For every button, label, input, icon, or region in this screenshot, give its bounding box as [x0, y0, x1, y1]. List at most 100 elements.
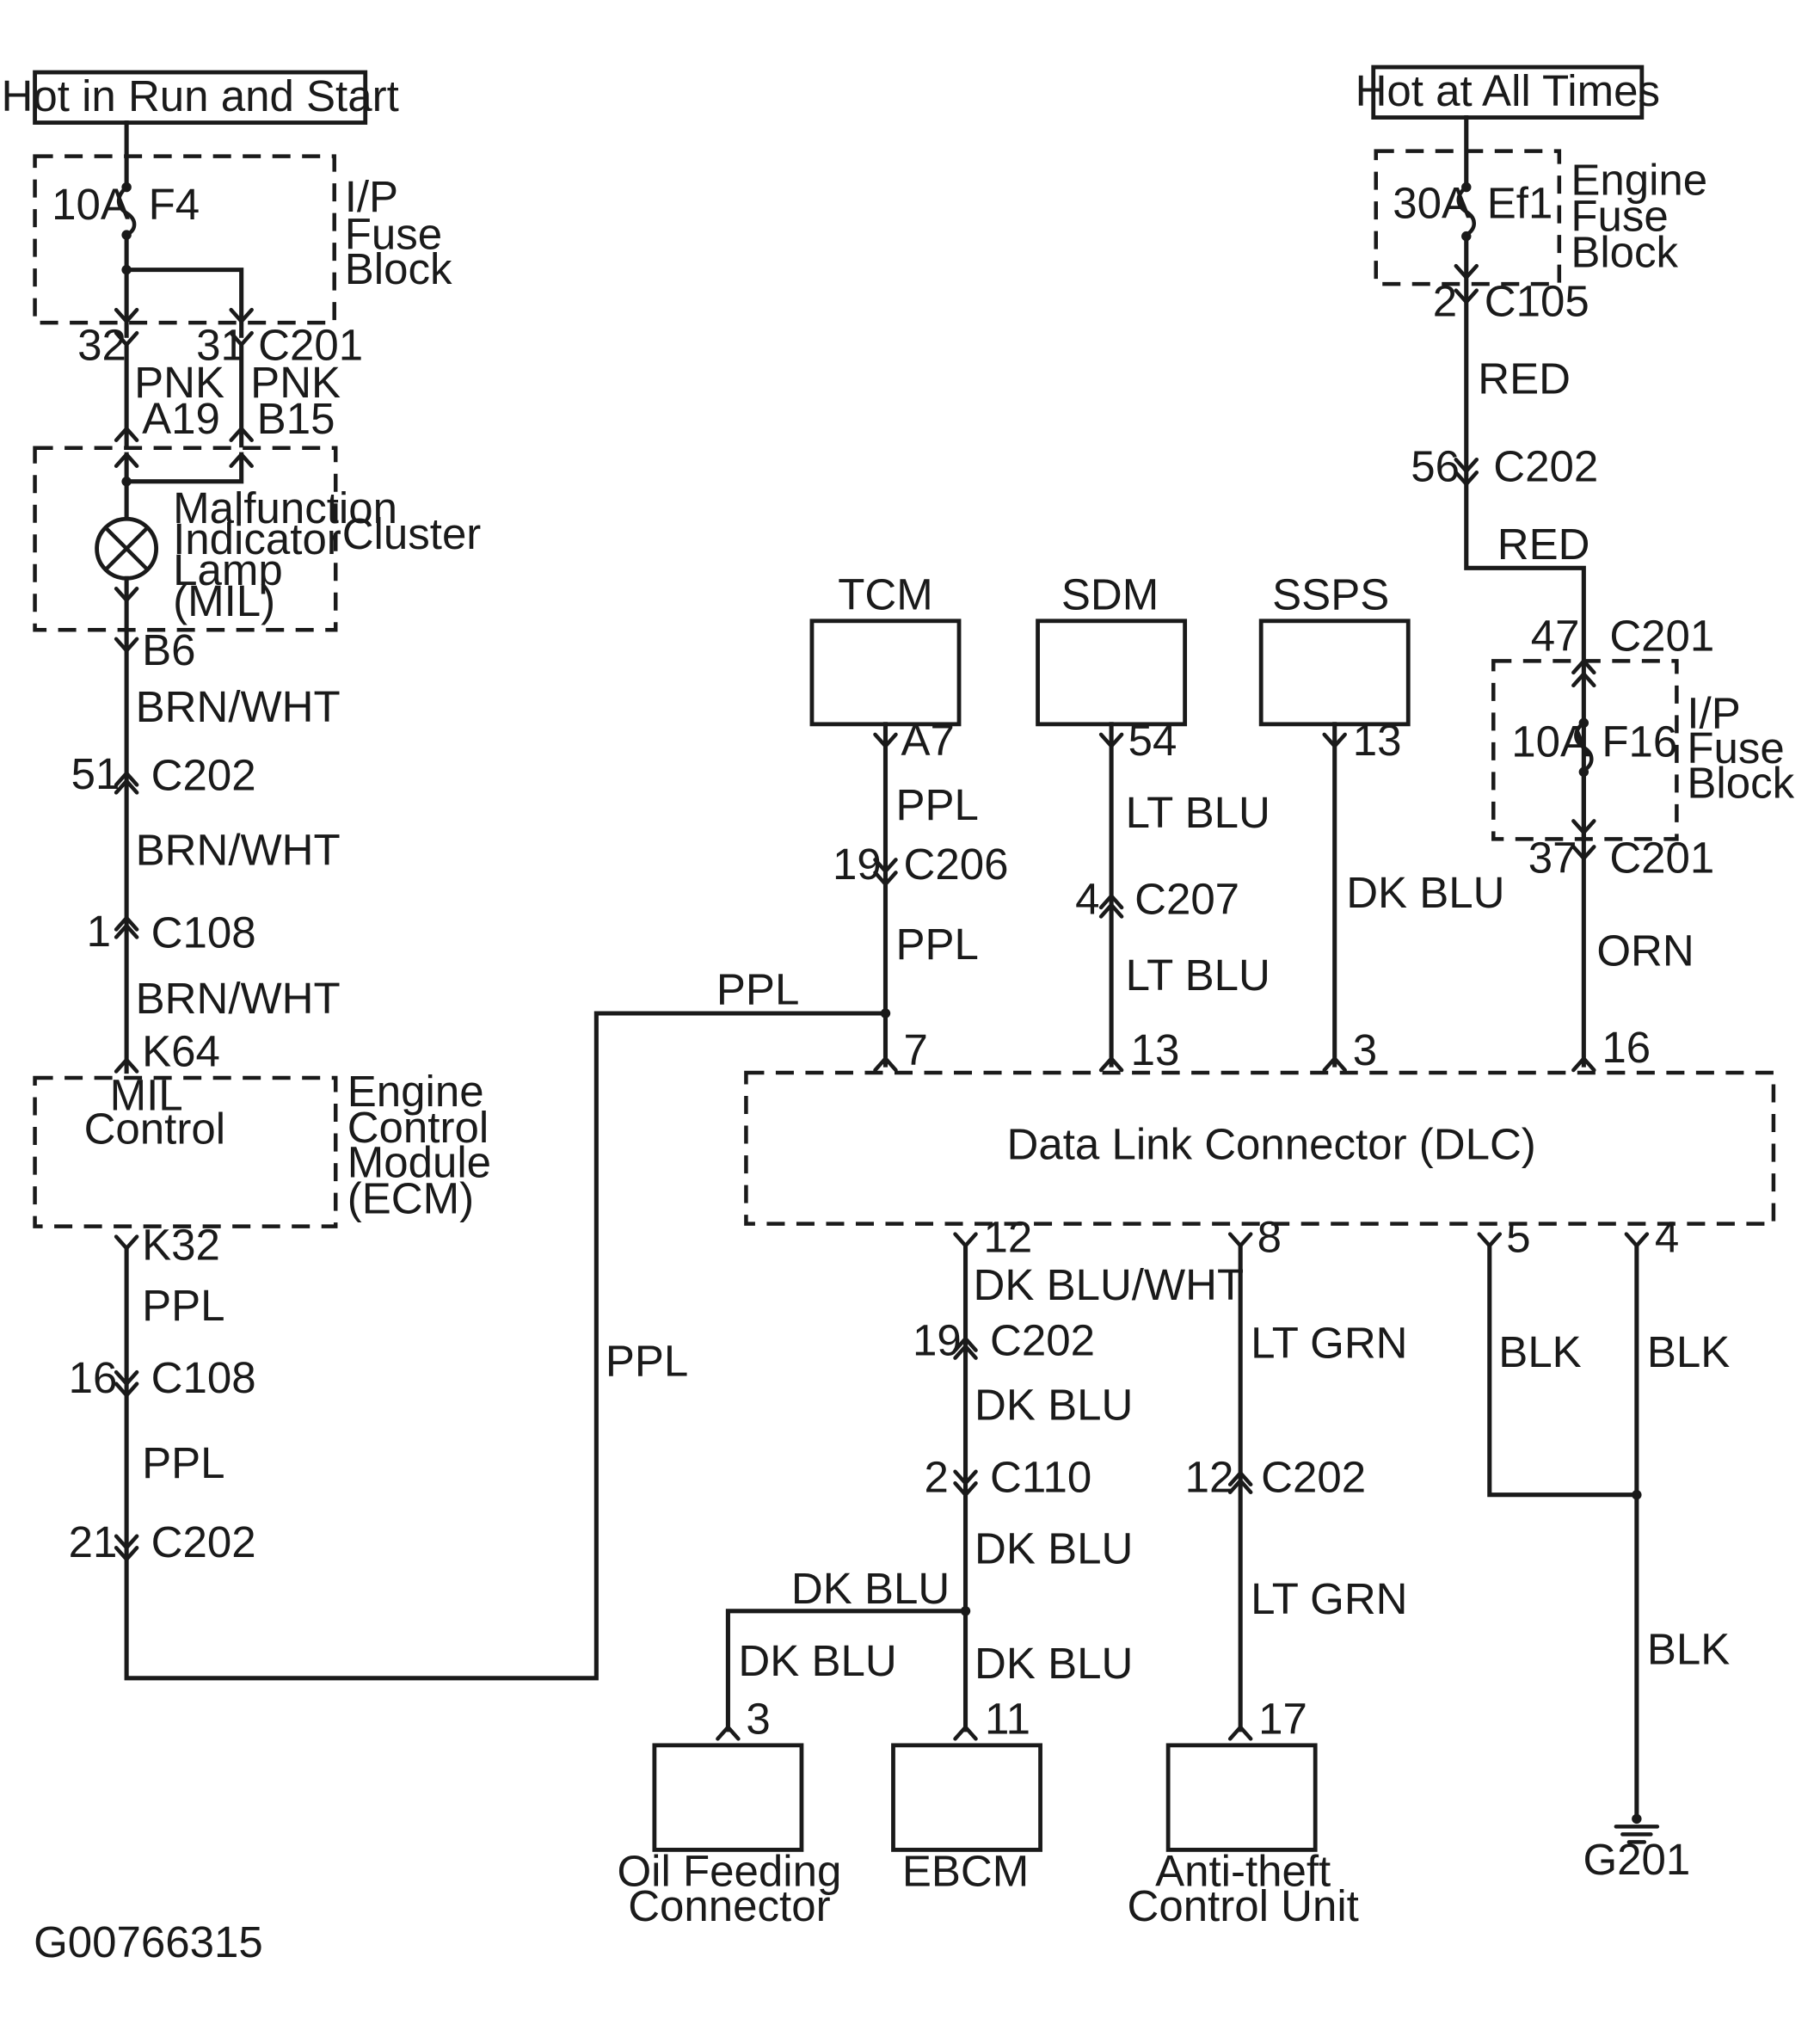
ip-fuse-block-left-label-3: Block	[345, 244, 452, 293]
engine-fuse-block-label-2: Fuse	[1571, 192, 1668, 241]
pin-1: 1	[87, 907, 111, 956]
pin-16-left: 16	[69, 1353, 118, 1402]
wire-ppl-long: PPL	[606, 1337, 688, 1386]
mil-lamp-label-2: Indicator	[173, 514, 341, 563]
pin-31: 31	[196, 321, 245, 370]
pin-54: 54	[1128, 716, 1177, 765]
dlc-label: Data Link Connector (DLC)	[1007, 1120, 1536, 1169]
tcm-module	[809, 618, 962, 727]
mil-lamp-label-3: Lamp	[173, 545, 283, 594]
fuse-ef1-icon	[1456, 185, 1477, 237]
wire-dk-blu-ebcm: DK BLU	[975, 1639, 1133, 1688]
wire-red-1: RED	[1478, 354, 1571, 403]
ground-icon	[1614, 1825, 1660, 1844]
wire-dk-blu-wht: DK BLU/WHT	[974, 1260, 1245, 1309]
ecm-label-3: Module	[347, 1138, 491, 1187]
pin-k32: K32	[142, 1221, 220, 1270]
wire-lt-grn-2: LT GRN	[1251, 1574, 1407, 1623]
pin-b6: B6	[142, 625, 195, 674]
ecm-label-2: Control	[347, 1103, 489, 1152]
wire-ppl-1: PPL	[142, 1281, 224, 1330]
fuse-f4-icon	[116, 185, 137, 237]
connector-c108-brn: C108	[151, 908, 256, 957]
fuse-f4-name: F4	[149, 180, 200, 229]
pin-51: 51	[71, 749, 120, 798]
ip-fuse-block-left-label-2: Fuse	[345, 210, 442, 259]
pin-b15: B15	[257, 394, 335, 443]
ssps-label: SSPS	[1272, 569, 1389, 618]
ip-fuse-block-left	[33, 154, 336, 325]
ecm-inner-1: MIL	[110, 1071, 183, 1120]
wire-dk-blu-oil: DK BLU	[738, 1636, 896, 1685]
sdm-label: SDM	[1061, 569, 1159, 618]
pin-4-c207: 4	[1075, 874, 1099, 923]
ebcm-label: EBCM	[902, 1846, 1029, 1895]
fuse-ef1-name: Ef1	[1487, 179, 1553, 228]
pin-k64: K64	[142, 1027, 220, 1076]
connector-c202-ppl: C202	[151, 1517, 256, 1566]
pin-2-c110: 2	[925, 1453, 949, 1502]
wire-blk-2: BLK	[1647, 1327, 1730, 1376]
power-source-all-times	[1371, 65, 1645, 120]
fuse-f16-name: F16	[1602, 717, 1677, 766]
wire-brn-wht-2: BRN/WHT	[136, 825, 341, 874]
pin-17: 17	[1258, 1694, 1307, 1743]
wire-ppl-top: PPL	[716, 964, 799, 1013]
oil-feeding-connector-module	[652, 1743, 804, 1852]
pin-11-ebcm: 11	[985, 1694, 1030, 1743]
pin-2-c105: 2	[1433, 277, 1457, 326]
connector-c207: C207	[1134, 874, 1239, 923]
pin-7-dlc: 7	[903, 1025, 927, 1074]
connector-c201-left: C201	[258, 321, 363, 370]
connector-c108-ppl: C108	[151, 1353, 256, 1402]
tcm-label: TCM	[838, 569, 933, 618]
pin-12-dlc: 12	[984, 1213, 1033, 1262]
engine-fuse-block-label-3: Block	[1571, 228, 1678, 277]
pin-12-c202: 12	[1185, 1453, 1234, 1502]
power-source-all-times-label: Hot at All Times	[1356, 66, 1660, 115]
wire-brn-wht-3: BRN/WHT	[136, 974, 341, 1023]
ecm-inner-2: Control	[84, 1105, 225, 1154]
anti-theft-label-1: Anti-theft	[1155, 1846, 1331, 1895]
cluster-label: Cluster	[342, 509, 482, 558]
wire-ppl-2: PPL	[142, 1438, 224, 1487]
pin-8-dlc: 8	[1257, 1213, 1282, 1262]
power-source-run-start	[33, 70, 368, 125]
pin-13-dlc: 13	[1131, 1025, 1180, 1074]
pin-47: 47	[1531, 611, 1580, 660]
pin-a19: A19	[142, 394, 220, 443]
wire-dk-blu-2: DK BLU	[975, 1523, 1133, 1572]
pin-a7: A7	[901, 716, 954, 765]
wire-brn-wht-1: BRN/WHT	[136, 682, 341, 731]
dlc-block	[744, 1070, 1776, 1226]
wire-red-2: RED	[1497, 520, 1590, 569]
wire-pnk-a: PNK	[134, 358, 224, 407]
ssps-module	[1258, 618, 1411, 727]
ground-label: G201	[1583, 1835, 1690, 1884]
connector-c202-red: C202	[1493, 442, 1598, 491]
oil-feeding-label-1: Oil Feeding	[617, 1846, 841, 1895]
connector-c202-ltgrn: C202	[1261, 1453, 1366, 1502]
pin-13-ssps: 13	[1353, 716, 1402, 765]
wire-dk-blu-1: DK BLU	[975, 1381, 1133, 1430]
wire-ppl-tcm-2: PPL	[895, 920, 978, 969]
pin-32: 32	[77, 321, 126, 370]
figure-id: G00766315	[34, 1917, 263, 1966]
pin-37: 37	[1528, 833, 1577, 882]
pin-21: 21	[69, 1517, 118, 1566]
pin-3-oil: 3	[746, 1694, 770, 1743]
pin-56: 56	[1411, 442, 1460, 491]
wire-ppl-tcm-1: PPL	[895, 780, 978, 829]
pin-16-dlc: 16	[1602, 1023, 1651, 1072]
pin-5-dlc: 5	[1506, 1213, 1530, 1262]
ecm-label-4: (ECM)	[347, 1174, 474, 1223]
ecm-label-1: Engine	[347, 1067, 484, 1116]
ebcm-module	[891, 1743, 1042, 1852]
ip-fuse-block-right-label-3: Block	[1687, 758, 1794, 807]
pin-4-dlc: 4	[1655, 1213, 1679, 1262]
ip-fuse-block-right-label-1: I/P	[1687, 688, 1740, 737]
pin-19-c202: 19	[913, 1316, 962, 1365]
fuse-f16-rating: 10A	[1511, 717, 1589, 766]
power-source-run-start-label: Hot in Run and Start	[2, 71, 399, 120]
wire-pnk-b: PNK	[250, 358, 341, 407]
